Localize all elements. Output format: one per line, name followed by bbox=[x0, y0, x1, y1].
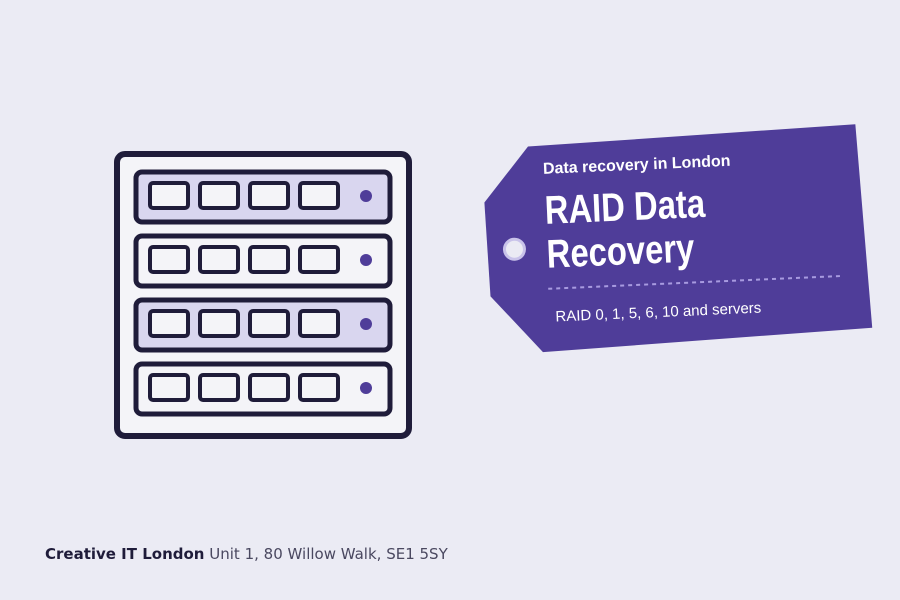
company-name: Creative IT London bbox=[45, 545, 205, 563]
drive-slot bbox=[148, 245, 190, 274]
drive-slot bbox=[298, 309, 340, 338]
drive-slot bbox=[248, 309, 290, 338]
server-rack-icon bbox=[114, 151, 412, 439]
drive-slot bbox=[198, 373, 240, 402]
status-led bbox=[360, 254, 372, 266]
tag-title-line-2: Recovery bbox=[546, 225, 696, 276]
drive-slot bbox=[148, 373, 190, 402]
tag-title-line-1: RAID Data bbox=[544, 181, 707, 233]
server-bay bbox=[133, 233, 393, 289]
tag-hole-icon bbox=[502, 237, 526, 261]
drive-slot bbox=[198, 181, 240, 210]
drive-slot bbox=[248, 181, 290, 210]
drive-slot bbox=[298, 181, 340, 210]
drive-slot bbox=[298, 245, 340, 274]
server-bay bbox=[133, 169, 393, 225]
status-led bbox=[360, 318, 372, 330]
status-led bbox=[360, 382, 372, 394]
server-bay bbox=[133, 297, 393, 353]
server-bay bbox=[133, 361, 393, 417]
footer-address-line: Creative IT London Unit 1, 80 Willow Wal… bbox=[45, 545, 448, 563]
service-tag: Data recovery in London RAID Data Recove… bbox=[484, 124, 873, 353]
drive-slot bbox=[298, 373, 340, 402]
tag-divider bbox=[548, 274, 844, 290]
drive-slot bbox=[248, 245, 290, 274]
drive-slot bbox=[198, 309, 240, 338]
drive-slot bbox=[198, 245, 240, 274]
status-led bbox=[360, 190, 372, 202]
tag-body bbox=[484, 124, 873, 353]
drive-slot bbox=[148, 309, 190, 338]
company-address: Unit 1, 80 Willow Walk, SE1 5SY bbox=[209, 545, 448, 563]
drive-slot bbox=[148, 181, 190, 210]
drive-slot bbox=[248, 373, 290, 402]
